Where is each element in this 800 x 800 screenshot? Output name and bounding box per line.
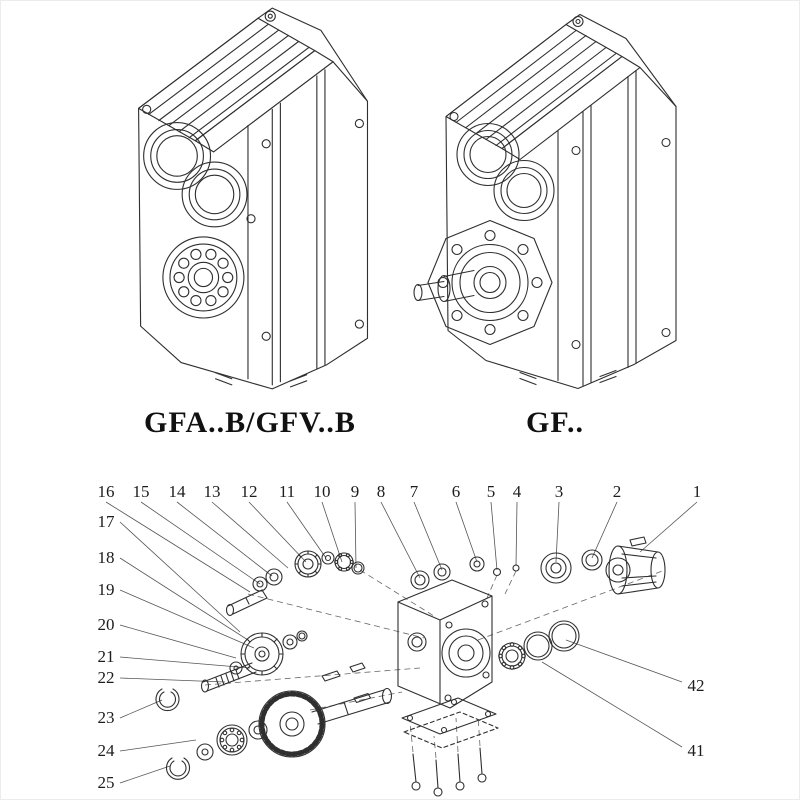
callout-5: 5 [487,482,496,501]
callout-24: 24 [98,741,116,760]
callout-3: 3 [555,482,564,501]
cooling-fins [454,29,617,147]
gf-housing [412,13,677,390]
callout-42: 42 [688,676,705,695]
base-feet [215,372,308,388]
callout-20: 20 [98,615,115,634]
input-shaft-cluster [225,550,365,617]
callout-23: 23 [98,708,115,727]
output-flange [426,219,553,346]
product-label-gf: GF.. [526,406,584,439]
callout-25: 25 [98,773,115,792]
input-bores [142,104,256,228]
callout-12: 12 [241,482,258,501]
shim-and-cap-parts [410,556,520,590]
callout-leader-lines [105,501,698,784]
callout-10: 10 [314,482,331,501]
callout-8: 8 [377,482,386,501]
callout-15: 15 [133,482,150,501]
gear-housing [397,579,493,709]
side-ribs [570,69,671,387]
callout-21: 21 [98,647,115,666]
callout-22: 22 [98,668,115,687]
input-bores [448,111,555,222]
output-gear-cluster [165,662,393,780]
cooling-fins [148,23,310,139]
base-feet [518,369,617,386]
exploded-parts [155,536,666,797]
callout-4: 4 [513,482,522,501]
callout-19: 19 [98,580,115,599]
gfab-housing [138,7,369,390]
callout-16: 16 [98,482,115,501]
callout-1: 1 [693,482,702,501]
gf-gearbox-drawing [412,13,677,390]
side-ribs [261,69,364,386]
callout-13: 13 [204,482,221,501]
product-figure-gfab-gfvb: GFA..B/GFV..B [100,2,400,440]
product-label-gfab-gfvb: GFA..B/GFV..B [144,406,356,439]
assembly-axes [204,569,666,759]
callout-9: 9 [351,482,360,501]
callout-14: 14 [169,482,187,501]
callout-18: 18 [98,548,115,567]
product-figure-gf: GF.. [405,2,705,440]
callout-17: 17 [98,512,116,531]
callout-6: 6 [452,482,461,501]
output-shaft [412,269,475,303]
callout-41: 41 [688,741,705,760]
intermediate-gear-cluster [155,630,308,712]
callout-11: 11 [279,482,295,501]
cover-plate-and-bolts [401,697,499,797]
exploded-parts-diagram: 16 15 14 13 12 11 10 9 8 7 6 5 4 3 2 1 1… [98,482,705,797]
gfab-gfvb-gearbox-drawing [138,7,369,390]
callout-numbers: 16 15 14 13 12 11 10 9 8 7 6 5 4 3 2 1 1… [98,482,705,792]
top-plug [264,10,276,22]
callout-2: 2 [613,482,622,501]
motor-adapter-cluster [540,536,666,595]
bearing-ring-cluster [498,620,580,670]
output-bearing [162,236,245,319]
top-plug [571,15,584,28]
callout-7: 7 [410,482,419,501]
